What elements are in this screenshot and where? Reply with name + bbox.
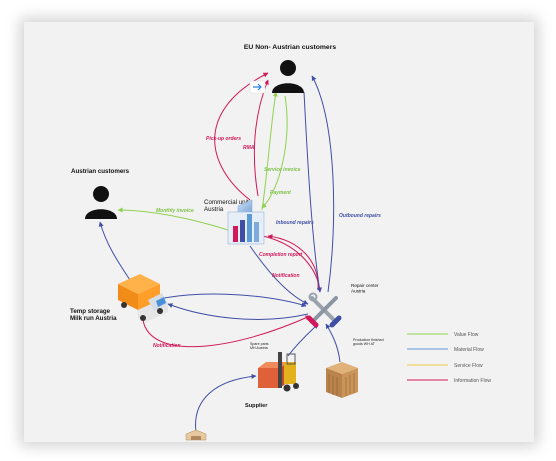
label-completion-report: Completion report [259, 252, 303, 258]
flow-storage-to-austrian [98, 221, 131, 281]
flow-completion-report [267, 234, 319, 291]
label-inbound-repairs: Inbound repairs [276, 220, 314, 226]
temp-storage-label: Temp storage Milk run Austria [70, 308, 117, 322]
flow-notification-lower [142, 315, 311, 348]
crate-icon [326, 362, 358, 398]
repair-center-label: Repair center Austria [351, 283, 380, 293]
person-icon [85, 186, 117, 219]
flow-commercial-to-repair [249, 245, 309, 305]
flow-goods-to-repair [325, 323, 341, 363]
label-payment: Payment [270, 190, 291, 196]
label-rma: RMA [243, 145, 255, 151]
flow-payment [261, 91, 278, 211]
label-outbound-repairs: Outbound repairs [339, 213, 381, 219]
label-notification-upper: Notification [272, 273, 300, 279]
finished-goods-label: Production finished goods WH AT [353, 338, 385, 346]
flow-inbound-repairs [303, 91, 322, 293]
supplier-label: Supplier [245, 403, 268, 409]
label-notification-lower: Notification [153, 343, 181, 349]
spare-parts-label: Spare parts MH Austria [250, 342, 270, 350]
forklift-icon [258, 352, 299, 392]
flow-sparepart-to-repair [287, 323, 319, 357]
flow-monthly-invoice [117, 207, 229, 231]
legend-information-flow: Information Flow [454, 378, 491, 384]
person-icon [272, 60, 304, 93]
legend-value-flow: Value Flow [454, 332, 479, 338]
legend: Value Flow Material Flow Service Flow In… [407, 332, 491, 384]
label-service-invoice: Service invoice [264, 167, 301, 173]
flow-outbound-repairs [311, 75, 335, 293]
flow-pickup-orders [214, 72, 269, 201]
office-building-icon [227, 199, 265, 245]
delivery-truck-icon [118, 274, 168, 322]
flow-storage-to-repair [163, 293, 307, 308]
eu-customers-label: EU Non- Austrian customers [244, 44, 336, 51]
legend-service-flow: Service Flow [454, 363, 483, 369]
warehouse-icon [185, 429, 207, 441]
arrow-right-icon[interactable] [249, 80, 266, 94]
flow-service-invoice [261, 95, 288, 209]
commercial-unit-label: Commercial unit Austria [204, 199, 250, 213]
austrian-customers-label: Austrian customers [71, 168, 130, 175]
flow-repair-to-storage [167, 303, 309, 320]
tools-icon [306, 292, 342, 328]
flow-notification-upper [262, 235, 323, 293]
legend-material-flow: Material Flow [454, 347, 484, 353]
label-monthly-invoice: Monthly invoice [156, 208, 194, 214]
flow-supplier-to-spareparts [195, 373, 257, 433]
label-pick-up-orders: Pick-up orders [206, 136, 241, 142]
